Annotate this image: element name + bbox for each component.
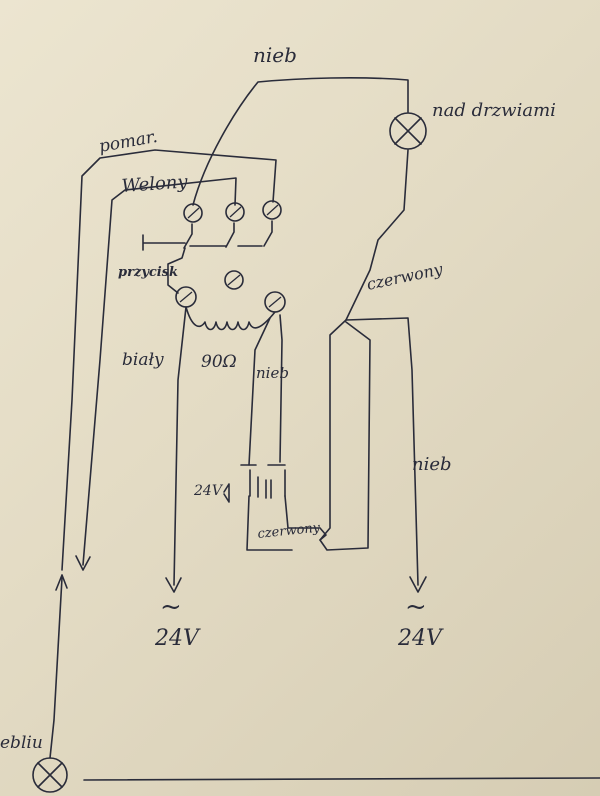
label-ac-right: ~ bbox=[405, 592, 427, 622]
wire-pomar bbox=[61, 149, 277, 571]
wire-przycisk bbox=[167, 247, 186, 294]
label-bialy: biały bbox=[122, 350, 164, 370]
terminal-top-3 bbox=[262, 200, 282, 220]
arrow-pomar bbox=[55, 574, 68, 591]
resistor-coil-icon bbox=[185, 306, 276, 331]
label-nieb-mid: nieb bbox=[256, 364, 289, 382]
label-nieb-top: nieb bbox=[253, 43, 297, 67]
label-24v-mid: 24V bbox=[193, 483, 224, 499]
arrow-wielony bbox=[75, 555, 91, 571]
lamp-bottom-icon bbox=[32, 757, 68, 793]
wire-lamp-to-junction bbox=[345, 149, 409, 321]
wire-bialy bbox=[173, 306, 187, 586]
label-ac-left: ~ bbox=[160, 592, 182, 622]
label-lamp-bottom: ebliu bbox=[0, 733, 43, 753]
label-przycisk: przycisk bbox=[118, 265, 178, 280]
terminal-low-3 bbox=[264, 291, 286, 313]
terminal-low-1 bbox=[175, 286, 197, 308]
wire-czerwony bbox=[319, 319, 371, 551]
label-nad-drzwiami: nad drzwiami bbox=[432, 100, 556, 121]
label-pomar: pomar. bbox=[97, 127, 159, 157]
label-resistor: 90Ω bbox=[201, 352, 237, 372]
wire-czerwony-arrow bbox=[319, 527, 327, 541]
wire-switch-bottom bbox=[246, 495, 319, 551]
label-24v-right: 24V bbox=[397, 626, 444, 651]
terminal-low-2 bbox=[224, 270, 244, 290]
wire-nieb-mid-b bbox=[279, 314, 283, 463]
wire-nieb-mid-a bbox=[248, 317, 271, 466]
wire-nieb-top bbox=[192, 77, 409, 206]
arrow-bialy bbox=[165, 577, 182, 593]
wire-nieb-right bbox=[345, 317, 419, 586]
terminal-top-2 bbox=[225, 202, 245, 222]
arrow-nieb-right bbox=[409, 576, 427, 593]
wire-to-bottom-lamp bbox=[49, 577, 63, 759]
label-24v-left: 24V bbox=[154, 626, 201, 651]
label-czerwony-bottom: czerwony bbox=[257, 520, 322, 542]
label-wielony: Welony bbox=[121, 171, 189, 197]
label-nieb-right: nieb bbox=[412, 454, 452, 475]
label-czerwony-right: czerwony bbox=[365, 259, 445, 294]
terminal-top-1 bbox=[183, 203, 203, 223]
bottom-line bbox=[83, 777, 600, 781]
pushbutton-contacts bbox=[142, 220, 273, 251]
lamp-nad-drzwiami-icon bbox=[389, 112, 427, 150]
wire-wielony bbox=[82, 177, 237, 566]
switch-24v-icon bbox=[223, 464, 286, 503]
